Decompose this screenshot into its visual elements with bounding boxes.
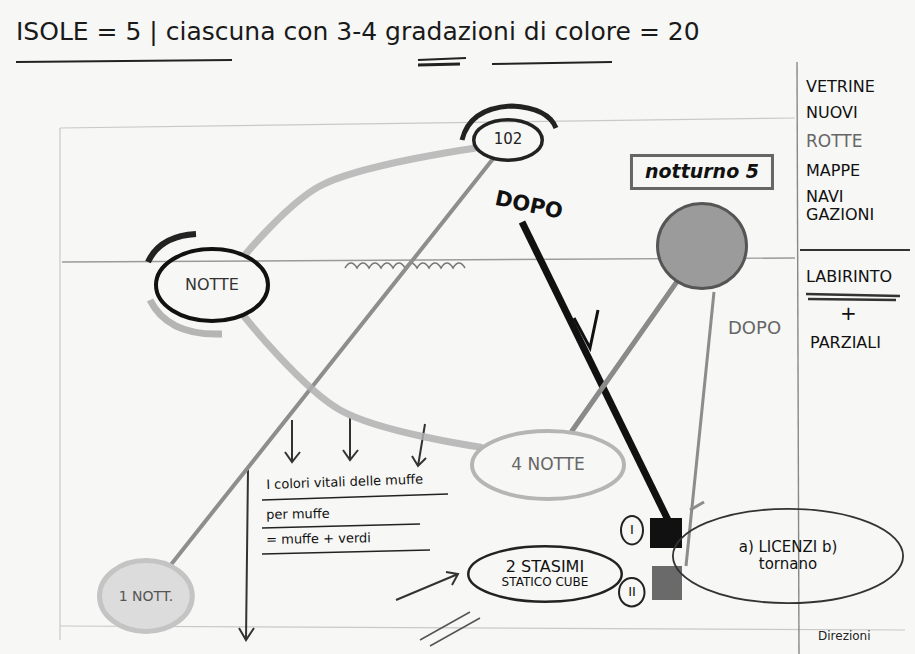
node-text: STATICO CUBE <box>502 576 589 590</box>
outcome-oval: a) LICENZI b)tornano <box>672 508 904 604</box>
node-text: tornano <box>759 556 817 573</box>
outline-ellipse <box>621 516 643 544</box>
note-underline <box>262 494 448 554</box>
island-ellipse: notturno 5 <box>656 202 748 290</box>
connector-group <box>246 148 475 254</box>
time-label: DOPO <box>493 186 565 224</box>
outline-ellipse <box>658 204 747 289</box>
node-text: 2 STASIMI <box>506 558 584 576</box>
island-ellipse: NOTTE <box>154 247 270 323</box>
island-circle: 1 NOTT. <box>97 558 195 634</box>
outline-ellipse <box>619 578 645 606</box>
node-text: NOTTE <box>185 276 239 294</box>
connector-line <box>172 160 493 564</box>
dark-square <box>652 566 682 600</box>
island-ellipse: 4 NOTTE <box>470 429 626 501</box>
connector-group <box>572 283 676 431</box>
labirinto-underline <box>806 294 900 300</box>
node-text: a) LICENZI b) <box>739 539 838 556</box>
column-word: VETRINE <box>806 78 875 96</box>
outline-ellipse <box>474 120 543 161</box>
time-label: DOPO <box>728 318 781 339</box>
handwritten-note: = muffe + verdi <box>266 531 371 548</box>
sheet-frame <box>60 118 905 640</box>
node-text: I <box>630 523 634 538</box>
connector-line <box>244 317 480 448</box>
hatch-stroke <box>420 612 480 646</box>
column-word: NAVI GAZIONI <box>806 188 886 225</box>
sketch-title: ISOLE = 5 | ciascuna con 3-4 gradazioni … <box>16 18 700 47</box>
outline-ellipse <box>156 249 268 321</box>
thick-black-line <box>522 222 668 520</box>
corner-note: Direzioni <box>818 630 871 644</box>
node-heading: notturno 5 <box>630 154 774 190</box>
column-word: MAPPE <box>806 162 860 180</box>
column-word: PARZIALI <box>810 334 881 352</box>
island-ellipse: 102 <box>472 118 544 162</box>
node-text: 4 NOTTE <box>511 455 585 475</box>
small-circle: II <box>618 577 646 607</box>
handwritten-note: I colori vitali delle muffe <box>266 473 423 493</box>
column-word: + <box>840 302 857 325</box>
outline-ellipse <box>100 561 193 632</box>
connector-line <box>246 148 475 254</box>
node-text: II <box>628 585 636 600</box>
connector-group <box>172 160 493 564</box>
connector-line <box>572 283 676 431</box>
stasimi-oval: 2 STASIMISTATICO CUBE <box>467 545 623 603</box>
pointer-stroke <box>396 572 458 600</box>
outline-ellipse <box>468 546 622 602</box>
connector-group <box>244 317 480 448</box>
node-text: 1 NOTT. <box>119 588 174 604</box>
column-separator <box>800 249 910 251</box>
down-arrow <box>239 418 426 640</box>
column-word: NUOVI <box>806 104 858 122</box>
outline-ellipse <box>472 431 624 499</box>
node-text: 102 <box>494 131 523 148</box>
small-circle: I <box>620 515 644 545</box>
handwritten-note: per muffe <box>266 507 330 523</box>
column-word: LABIRINTO <box>806 268 892 286</box>
grey-line-rise <box>690 502 704 510</box>
column-word: ROTTE <box>806 132 862 152</box>
node-outline <box>656 202 748 290</box>
title-underline <box>16 58 612 65</box>
outline-ellipse <box>673 509 903 603</box>
chevron-mark <box>574 310 598 348</box>
